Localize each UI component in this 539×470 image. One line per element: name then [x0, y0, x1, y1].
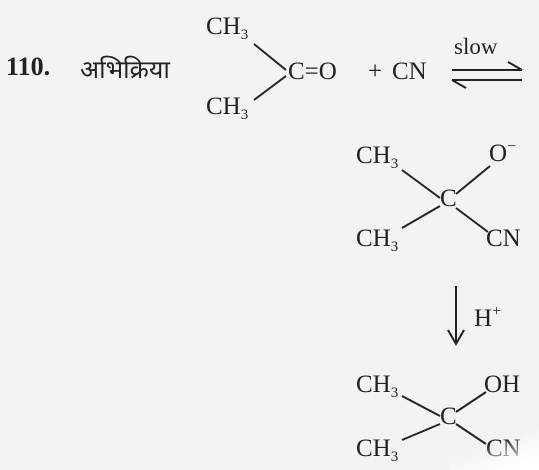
- product-methyl-bottom: CH3: [356, 435, 399, 465]
- reactant-methyl-bottom: CH3: [206, 93, 249, 123]
- down-arrow-head: [447, 329, 465, 347]
- product-hydroxyl: OH: [484, 371, 521, 398]
- intermediate-methyl-bottom: CH3: [356, 225, 399, 255]
- reactant-bond-bottom: [253, 75, 287, 101]
- question-number: 110.: [6, 52, 51, 81]
- product-central-carbon: C: [440, 403, 457, 430]
- product-bond-methyl-top: [401, 395, 441, 417]
- product-bond-hydroxyl: [455, 391, 487, 413]
- reactant-carbonyl: C=O: [288, 58, 337, 85]
- reactant-methyl-top: CH3: [206, 13, 249, 43]
- question-label: अभिक्रिया: [80, 55, 170, 84]
- equilibrium-arrow-reverse-head: [451, 79, 467, 89]
- product-bond-methyl-bottom: [401, 423, 441, 441]
- product-methyl-top: CH3: [356, 371, 399, 401]
- intermediate-nitrile: CN: [486, 225, 521, 252]
- step-reagent: H+: [474, 303, 502, 332]
- intermediate-bond-oxide: [455, 165, 491, 195]
- reactant-cyanide: CN: [392, 58, 427, 85]
- intermediate-bond-methyl-bottom: [401, 205, 441, 229]
- intermediate-methyl-top: CH3: [356, 142, 399, 172]
- intermediate-central-carbon: C: [440, 185, 457, 212]
- intermediate-bond-methyl-top: [401, 169, 441, 199]
- intermediate-oxide: O−: [489, 138, 517, 167]
- intermediate-bond-nitrile: [455, 207, 489, 233]
- arrow-label-slow: slow: [454, 34, 498, 59]
- page-corner-glare: [449, 430, 539, 470]
- reactant-bond-top: [253, 43, 287, 71]
- equilibrium-arrow-forward-head: [507, 61, 523, 71]
- reactant-plus: +: [368, 58, 383, 85]
